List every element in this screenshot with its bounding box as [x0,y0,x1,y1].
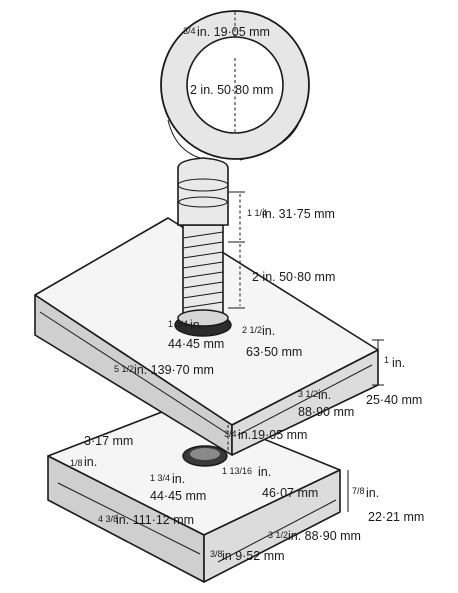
lower-length-label: in. 111·12 mm [116,513,194,527]
upper-length-label: in. 139·70 mm [134,363,214,377]
recess-dia-fraction: 1 3/4 [150,473,170,483]
upper-width-fraction: 3 1/2 [298,389,318,399]
lower-block-side-step-line [217,499,337,563]
recess-dia-mm: 44·45 mm [150,489,206,503]
lower-thick-unit: in. [366,486,379,500]
lower-block-chamfer-line [57,482,201,555]
head-depth-mm: 63·50 mm [246,345,302,359]
lower-step-label: in 9·52 mm [222,549,285,563]
ring-section-fraction: 3/4 [183,26,196,36]
upper-width-mm: 88·90 mm [298,405,354,419]
ring-section-label: in. 19·05 mm [197,25,270,39]
lower-block-side-face [203,469,341,583]
ring-inner-label: 2 in. 50·80 mm [190,83,273,97]
dimension-labels: 3/4 in. 19·05 mm 2 in. 50·80 mm 1 1/4 in… [70,25,424,563]
recess-fraction: 1 13/16 [222,466,252,476]
recess-unit: in. [258,465,271,479]
pin-label: in.19·05 mm [238,428,307,442]
recess-mm: 46·07 mm [262,486,318,500]
upper-block-side-line [237,364,373,436]
eye-bolt-end [177,309,229,327]
recess-dia-unit: in. [172,472,185,486]
upper-thick-fraction: 1 [384,355,389,365]
lower-block-recess-inner [190,448,220,460]
lower-step-fraction: 3/8 [210,549,223,559]
head-dia-mm: 44·45 mm [168,337,224,351]
edge-unit: in. [84,455,97,469]
eye-bolt-thread-hatching [182,231,224,309]
upper-length-fraction: 5 1/2 [114,364,134,374]
shank-label: in. 31·75 mm [262,207,335,221]
lower-block [47,404,341,583]
thread-label: 2 in. 50·80 mm [252,270,335,284]
eye-bolt-thread [182,224,224,316]
lower-length-fraction: 4 3/8 [98,514,118,524]
upper-thick-unit: in. [392,356,405,370]
lower-width-fraction: 3 1/2 [268,530,288,540]
upper-thick-mm: 25·40 mm [366,393,422,407]
hole-small-label: 3·17 mm [84,434,133,448]
upper-block-chamfer-line [39,311,229,435]
lower-thick-mm: 22·21 mm [368,510,424,524]
head-depth-fraction: 2 1/2 [242,325,262,335]
head-dia-fraction: 1 3/4 [168,319,188,329]
dimension-lines [203,12,384,565]
pin-fraction: 3/4 [224,429,237,439]
lower-thick-fraction: 7/8 [352,486,365,496]
head-depth-unit: in. [262,324,275,338]
upper-width-unit: in. [318,388,331,402]
shank-fraction: 1 1/4 [247,208,267,218]
eye-bolt [160,10,310,327]
lower-width-label: in. 88·90 mm [288,529,361,543]
head-dia-unit: in. [190,318,203,332]
edge-fraction: 1/8 [70,458,83,468]
